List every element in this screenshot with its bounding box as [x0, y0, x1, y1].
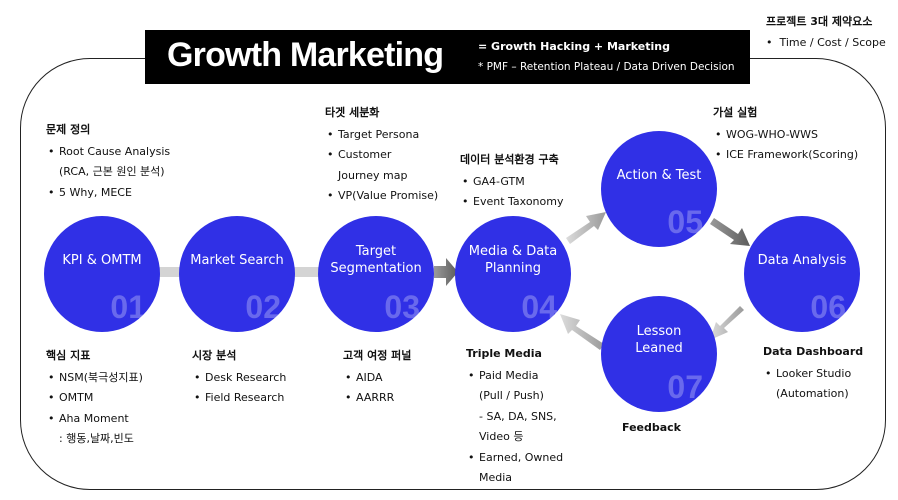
list-item: ICE Framework(Scoring) — [713, 145, 858, 166]
block-heading: 타겟 세분화 — [325, 106, 380, 119]
list-item: : 행동,날짜,빈도 — [59, 432, 134, 445]
list-item: Aha Moment — [46, 409, 143, 430]
media-block: Triple Media Paid Media (Pull / Push) - … — [466, 344, 563, 489]
block-heading: 시장 분석 — [192, 349, 237, 362]
list-item: Media — [479, 471, 513, 484]
node-target-segmentation: Target Segmentation 03 — [318, 216, 434, 332]
list-item: Field Research — [192, 388, 286, 409]
node-media-data-planning: Media & Data Planning 04 — [455, 216, 571, 332]
problem-block: 문제 정의 Root Cause Analysis (RCA, 근본 원인 분석… — [46, 120, 170, 203]
list-item: Target Persona — [325, 125, 438, 146]
kpi-block: 핵심 지표 NSM(북극성지표) OMTM Aha Moment : 행동,날짜… — [46, 346, 143, 450]
node-number: 02 — [245, 289, 281, 325]
env-block: 데이터 분석환경 구축 GA4-GTM Event Taxonomy — [460, 150, 563, 213]
arrow-05-06 — [710, 218, 750, 246]
node-number: 01 — [110, 289, 146, 325]
list-item: (Pull / Push) — [479, 389, 544, 402]
list-item: Looker Studio — [763, 364, 863, 385]
block-heading: Data Dashboard — [763, 345, 864, 358]
market-block: 시장 분석 Desk Research Field Research — [192, 346, 286, 409]
node-kpi-omtm: KPI & OMTM 01 — [44, 216, 160, 332]
target-block: 타겟 세분화 Target Persona Customer Journey m… — [325, 103, 438, 207]
block-heading: 문제 정의 — [46, 123, 91, 136]
constraints-item: • Time / Cost / Scope — [766, 36, 886, 49]
list-item: Video 등 — [479, 430, 524, 443]
node-number: 04 — [521, 289, 557, 325]
page-title: Growth Marketing — [167, 36, 444, 74]
funnel-block: 고객 여정 퍼널 AIDA AARRR — [343, 346, 411, 409]
list-item: 5 Why, MECE — [46, 183, 170, 204]
connector-01-02 — [154, 267, 180, 277]
list-item: VP(Value Promise) — [325, 186, 438, 207]
list-item: (Automation) — [776, 387, 849, 400]
node-label: Target Segmentation — [330, 244, 422, 276]
list-item: Earned, Owned — [466, 448, 563, 469]
list-item: GA4-GTM — [460, 172, 563, 193]
node-label: KPI & OMTM — [62, 252, 142, 268]
connector-02-03 — [294, 267, 320, 277]
list-item: NSM(북극성지표) — [46, 368, 143, 389]
node-label: Lesson Leaned — [635, 324, 683, 356]
list-item: AIDA — [343, 368, 411, 389]
list-item: Paid Media — [466, 366, 563, 387]
arrow-04-05 — [566, 212, 606, 244]
list-item: (RCA, 근본 원인 분석) — [59, 165, 165, 178]
list-item: - SA, DA, SNS, — [479, 409, 557, 423]
block-heading: 핵심 지표 — [46, 349, 91, 362]
title-banner: Growth Marketing = Growth Hacking + Mark… — [145, 30, 750, 84]
list-item: Journey map — [338, 168, 408, 182]
node-number: 03 — [384, 289, 420, 325]
arrow-06-07 — [710, 306, 744, 340]
arrow-03-04 — [434, 258, 458, 286]
node-number: 07 — [667, 369, 703, 405]
list-item: Root Cause Analysis — [46, 142, 170, 163]
list-item: WOG-WHO-WWS — [713, 125, 858, 146]
arrow-07-04 — [560, 314, 604, 350]
block-heading: Triple Media — [466, 347, 542, 360]
feedback-label: Feedback — [622, 421, 681, 434]
list-item: Event Taxonomy — [460, 192, 563, 213]
title-subtitle: = Growth Hacking + Marketing — [478, 40, 670, 53]
node-market-search: Market Search 02 — [179, 216, 295, 332]
node-label: Market Search — [190, 252, 284, 268]
block-heading: 가설 실험 — [713, 106, 758, 119]
node-label: Media & Data Planning — [468, 244, 558, 276]
list-item: Customer — [325, 145, 438, 166]
hypothesis-block: 가설 실험 WOG-WHO-WWS ICE Framework(Scoring) — [713, 103, 858, 166]
dashboard-block: Data Dashboard Looker Studio (Automation… — [763, 342, 863, 405]
title-note: * PMF – Retention Plateau / Data Driven … — [478, 61, 735, 73]
node-number: 06 — [810, 289, 846, 325]
list-item: AARRR — [343, 388, 411, 409]
node-label: Action & Test — [616, 167, 702, 183]
list-item: OMTM — [46, 388, 143, 409]
node-number: 05 — [667, 204, 703, 240]
list-item: Desk Research — [192, 368, 286, 389]
block-heading: 고객 여정 퍼널 — [343, 349, 412, 362]
node-lesson-leaned: Lesson Leaned 07 — [601, 296, 717, 412]
block-heading: 데이터 분석환경 구축 — [460, 153, 559, 166]
constraints-heading: 프로젝트 3대 제약요소 — [766, 15, 873, 28]
node-action-test: Action & Test 05 — [601, 131, 717, 247]
node-data-analysis: Data Analysis 06 — [744, 216, 860, 332]
node-label: Data Analysis — [757, 252, 847, 268]
